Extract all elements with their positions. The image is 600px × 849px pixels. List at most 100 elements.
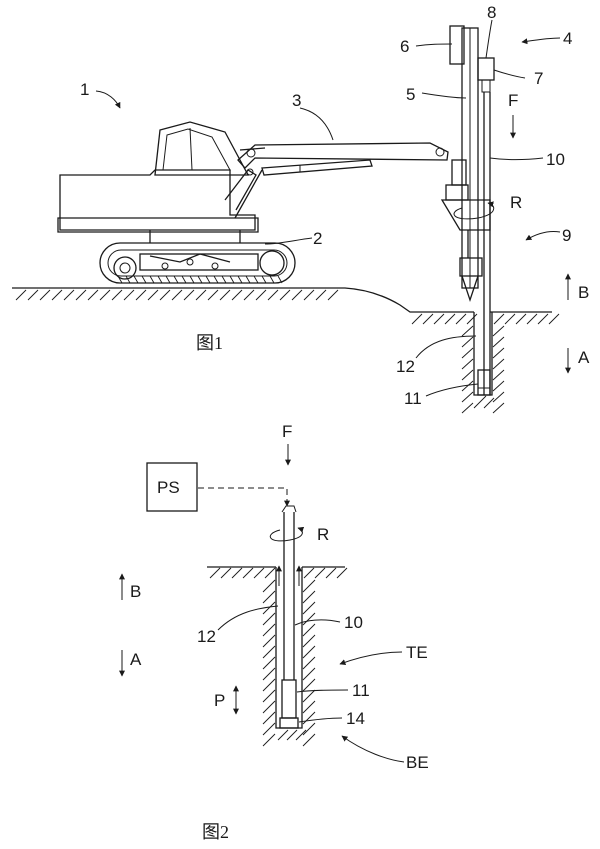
hatch-stroke — [255, 289, 267, 301]
hatch-stroke — [303, 567, 315, 579]
hatch-stroke — [466, 313, 478, 325]
hatch-stroke — [473, 395, 487, 409]
crawler-undercarriage — [99, 242, 296, 284]
hatch-stroke — [209, 567, 221, 579]
hatch-stroke — [461, 325, 474, 337]
hatch-stroke — [302, 579, 316, 593]
hatch-stroke — [264, 567, 276, 579]
hatch-stroke — [262, 623, 276, 637]
hatch-stroke — [461, 358, 474, 370]
hatch-stroke — [262, 711, 276, 725]
hatch-stroke — [433, 313, 445, 325]
hatch-stroke — [492, 336, 505, 348]
hatch-stroke — [149, 275, 155, 284]
fig1-label-machine: 1 — [80, 80, 89, 99]
fig1-caption: 图1 — [196, 333, 223, 353]
fig1-label-drive: 9 — [562, 226, 571, 245]
hatch-stroke — [39, 289, 51, 301]
hatch-stroke — [302, 678, 316, 692]
fig2-label-be: BE — [406, 753, 429, 772]
hatch-stroke — [302, 601, 316, 615]
fig1-label-part6: 6 — [400, 37, 409, 56]
hatch-stroke — [537, 313, 549, 325]
hatch-stroke — [242, 567, 254, 579]
hatch-stroke — [504, 313, 516, 325]
hatch-stroke — [269, 275, 275, 284]
fig1-label-rotation: R — [510, 193, 522, 212]
hatch-stroke — [205, 275, 211, 284]
hatch-stroke — [63, 289, 75, 301]
hatch-stroke — [197, 275, 203, 284]
hatch-stroke — [181, 275, 187, 284]
hatch-stroke — [492, 358, 505, 370]
hatch-stroke — [51, 289, 63, 301]
hatch-stroke — [123, 289, 135, 301]
fig1-label-part7: 7 — [534, 69, 543, 88]
hatch-stroke — [229, 275, 235, 284]
hatch-stroke — [483, 397, 495, 409]
fig1-label-direction-b: B — [578, 283, 589, 302]
hatch-stroke — [231, 567, 243, 579]
hatch-stroke — [444, 313, 456, 325]
hatch-stroke — [492, 369, 505, 381]
hatch-stroke — [455, 313, 467, 325]
figure2-borehole-detail: F PS R B A — [119, 422, 429, 842]
hatch-stroke — [165, 275, 171, 284]
boom — [224, 142, 449, 219]
hatch-stroke — [262, 722, 276, 736]
hatch-stroke — [302, 733, 316, 747]
hatch-stroke — [492, 380, 505, 392]
hatch-stroke — [262, 590, 276, 604]
fig2-label-borehole: 12 — [197, 627, 216, 646]
fig1-label-direction-a: A — [578, 348, 590, 367]
fig2-label-drill-rod: 10 — [344, 613, 363, 632]
hatch-stroke — [262, 667, 276, 681]
fig2-label-pressure: P — [214, 691, 225, 710]
hatch-stroke — [302, 689, 316, 703]
hatch-stroke — [125, 275, 131, 284]
hatch-stroke — [302, 590, 316, 604]
hatch-stroke — [262, 689, 276, 703]
hatch-stroke — [213, 275, 219, 284]
hatch-stroke — [302, 623, 316, 637]
hatch-stroke — [492, 391, 505, 403]
hatch-stroke — [253, 567, 265, 579]
fig2-label-ps: PS — [157, 478, 180, 497]
hatch-stroke — [302, 612, 316, 626]
hatch-stroke — [117, 275, 123, 284]
fig1-label-crawler: 2 — [313, 229, 322, 248]
hatch-stroke — [302, 634, 316, 648]
figure1-drilling-rig: 1 3 2 6 5 8 7 4 F 10 R 9 B A 12 11 图1 — [12, 3, 590, 414]
fig1-label-drill-rod: 10 — [546, 150, 565, 169]
hatch-stroke — [315, 289, 327, 301]
hatch-stroke — [262, 656, 276, 670]
fig2-label-direction-b: B — [130, 582, 141, 601]
fig1-label-mast: 5 — [406, 85, 415, 104]
hatch-stroke — [133, 275, 139, 284]
hatch-stroke — [262, 700, 276, 714]
hatch-stroke — [461, 380, 474, 392]
machine-body — [57, 121, 259, 243]
hatch-stroke — [302, 722, 316, 736]
hatch-stroke — [327, 289, 339, 301]
hatch-stroke — [291, 289, 303, 301]
hatch-stroke — [492, 347, 505, 359]
hatch-stroke — [461, 347, 474, 359]
hatch-stroke — [262, 579, 276, 593]
fig1-label-mast-assembly: 4 — [563, 29, 572, 48]
hatch-stroke — [295, 729, 307, 741]
hatch-stroke — [99, 289, 111, 301]
hatch-stroke — [262, 612, 276, 626]
fig2-caption: 图2 — [202, 822, 229, 842]
ground-surface — [12, 287, 560, 414]
hatch-stroke — [267, 289, 279, 301]
hatch-stroke — [189, 275, 195, 284]
hatch-stroke — [147, 289, 159, 301]
hatch-stroke — [262, 733, 276, 747]
hatch-stroke — [171, 289, 183, 301]
hatch-stroke — [135, 289, 147, 301]
hatch-stroke — [87, 289, 99, 301]
hatch-stroke — [221, 275, 227, 284]
hatch-stroke — [336, 567, 348, 579]
